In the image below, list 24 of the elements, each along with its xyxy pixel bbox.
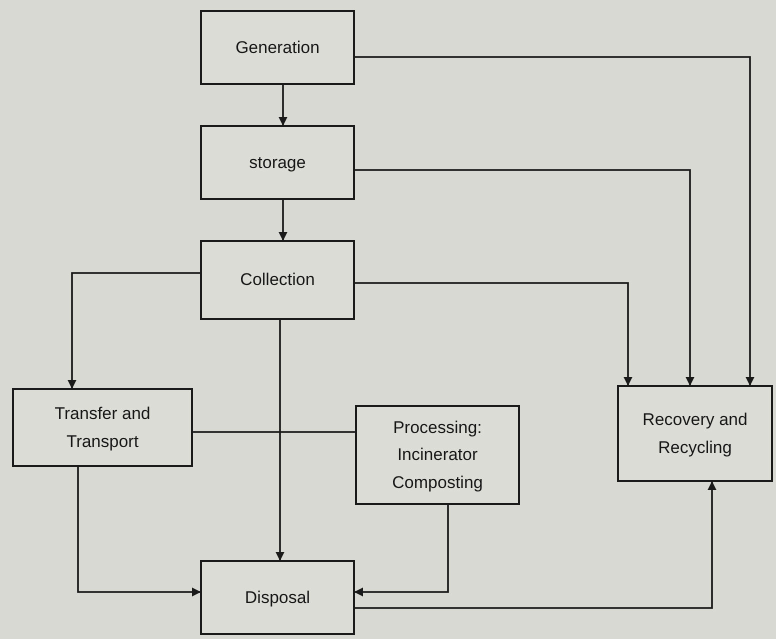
process-box <box>200 125 355 200</box>
box-label: Processing: Incinerator Composting <box>391 417 484 494</box>
process-box <box>355 405 520 505</box>
arrow <box>355 56 754 386</box>
arrow <box>68 272 200 389</box>
process-box <box>617 385 773 482</box>
box-label: Generation <box>235 36 320 59</box>
arrow <box>354 505 449 596</box>
box-label: Recovery and Recycling <box>642 409 748 458</box>
arrow <box>355 282 632 386</box>
arrow <box>355 169 694 386</box>
box-label: Collection <box>240 269 315 292</box>
process-box <box>200 560 355 635</box>
box-label: Transfer and Transport <box>54 403 152 452</box>
arrow <box>77 467 201 596</box>
arrow <box>355 481 716 609</box>
process-box <box>12 388 193 467</box>
arrow <box>276 320 284 561</box>
box-label: Disposal <box>244 586 310 609</box>
process-box <box>200 10 355 85</box>
process-box <box>200 240 355 320</box>
arrow <box>278 85 288 126</box>
arrow <box>278 200 288 241</box>
box-label: storage <box>249 152 306 174</box>
